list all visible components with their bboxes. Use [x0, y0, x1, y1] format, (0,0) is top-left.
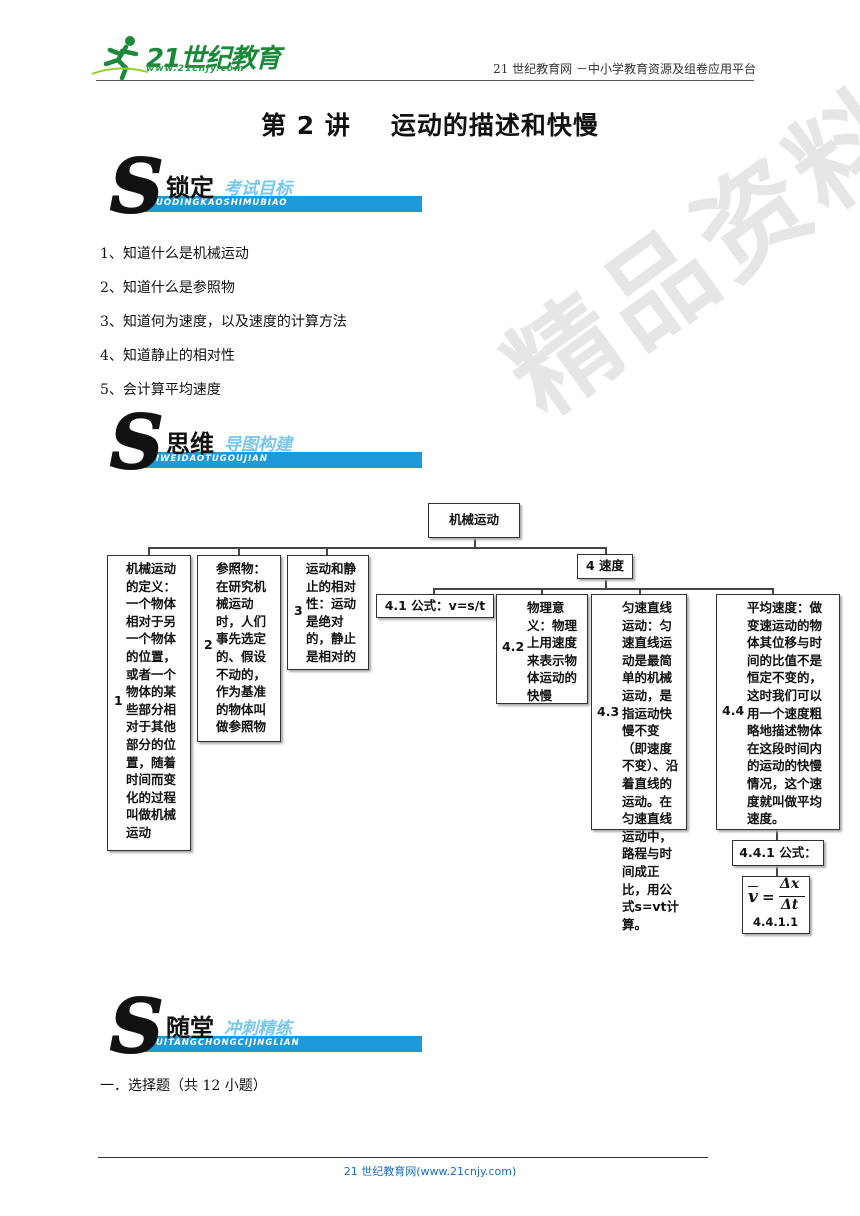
node-number: 2	[204, 637, 213, 652]
node-text: 匀速直线运动：匀速直线运动是最简单的机械运动，是指运动快慢不变（即速度不变）、沿…	[622, 600, 680, 932]
goal-item: 3、知道何为速度，以及速度的计算方法	[100, 314, 347, 330]
node-number: 4.3	[597, 704, 620, 719]
connector	[148, 547, 150, 555]
big-s-icon: S	[109, 399, 164, 487]
node-root: 机械运动	[428, 503, 520, 538]
lecture-topic: 运动的描述和快慢	[390, 111, 599, 140]
connector	[541, 588, 543, 594]
node-meaning: 物理意义：物理上用速度来表示物体运动的快慢	[496, 594, 588, 704]
lecture-number: 第 2 讲	[261, 111, 351, 140]
banner-pinyin: UITANGCHONGCIJINGLIAN	[156, 1038, 300, 1048]
connector	[326, 547, 328, 555]
formula-label: 4.4.1.1	[753, 915, 799, 929]
node-text: 机械运动的定义：一个物体相对于另一个物体的位置，或者一个物体的某些部分相对于其他…	[126, 561, 177, 840]
connector	[639, 588, 641, 594]
section-banner-practice: UITANGCHONGCIJINGLIAN S 随堂 冲刺精练	[104, 983, 424, 1071]
node-number: 3	[294, 603, 303, 618]
logo	[91, 34, 262, 81]
node-text: 运动和静止的相对性：运动是绝对的，静止是相对的	[306, 561, 357, 664]
banner-title: 锁定	[166, 174, 214, 202]
connector	[772, 588, 774, 594]
node-number: 4.2	[502, 639, 525, 654]
logo-text: 21世纪教育	[146, 44, 281, 74]
banner-bar	[144, 452, 422, 468]
footer-link[interactable]: 21 世纪教育网(www.21cnjy.com)	[343, 1165, 517, 1178]
page-title: 第 2 讲 运动的描述和快慢	[0, 106, 860, 142]
logo-url: www.21cnjy.com	[146, 64, 245, 74]
connector	[605, 547, 607, 555]
fraction-bar	[779, 896, 805, 897]
connector	[605, 578, 607, 589]
goal-item: 4、知道静止的相对性	[100, 348, 235, 364]
banner-title: 随堂	[166, 1014, 214, 1042]
site-tag: 21 世纪教育网 －中小学教育资源及组卷应用平台	[493, 62, 756, 76]
banner-pinyin: IWEIDAOTUGOUJIAN	[156, 454, 268, 464]
node-formula: 4.1 公式：v=s/t	[376, 594, 494, 618]
connector	[474, 538, 476, 548]
formula-denominator: Δt	[781, 897, 799, 913]
connector	[433, 588, 435, 594]
banner-title: 思维	[166, 430, 214, 458]
connector	[776, 866, 778, 876]
section-banner-mindmap: IWEIDAOTUGOUJIAN S 思维 导图构建	[104, 399, 424, 487]
node-text: 平均速度：做变速运动的物体其位移与时间的比值不是恒定不变的，这时我们可以用一个速…	[747, 600, 823, 827]
formula-equals: =	[762, 888, 775, 906]
big-s-icon: S	[109, 983, 164, 1071]
goal-item: 2、知道什么是参照物	[100, 280, 235, 296]
section-banner-goals: UODINGKAOSHIMUBIAO S 锁定 考试目标	[104, 143, 424, 231]
connector	[148, 547, 606, 549]
banner-pinyin: UODINGKAOSHIMUBIAO	[156, 198, 288, 208]
banner-subtitle: 导图构建	[224, 435, 292, 455]
connector	[433, 588, 773, 590]
banner-bar	[144, 1036, 422, 1052]
node-text: 参照物：在研究机械运动时，人们事先选定的、假设不动的，作为基准的物体叫做参照物	[216, 561, 267, 735]
node-number: 1	[114, 693, 123, 708]
node-avg-formula: 4.4.1 公式：	[732, 840, 824, 866]
header-divider	[96, 80, 754, 81]
footer-divider	[98, 1157, 708, 1158]
big-s-icon: S	[109, 143, 164, 231]
banner-subtitle: 冲刺精练	[224, 1019, 292, 1039]
node-average-speed: 平均速度：做变速运动的物体其位移与时间的比值不是恒定不变的，这时我们可以用一个速…	[716, 594, 840, 830]
section-heading-choice: 一．选择题（共 12 小题）	[100, 1078, 267, 1094]
goal-item: 1、知道什么是机械运动	[100, 246, 249, 262]
node-definition: 机械运动的定义：一个物体相对于另一个物体的位置，或者一个物体的某些部分相对于其他…	[107, 555, 191, 851]
connector	[776, 830, 778, 840]
connector	[238, 547, 240, 555]
formula-numerator: Δx	[780, 876, 800, 892]
goal-item: 5、会计算平均速度	[100, 382, 221, 398]
formula-v: v	[748, 887, 758, 907]
node-relativity: 运动和静止的相对性：运动是绝对的，静止是相对的	[287, 555, 369, 670]
banner-subtitle: 考试目标	[224, 179, 292, 199]
node-text: 物理意义：物理上用速度来表示物体运动的快慢	[527, 600, 578, 703]
banner-bar	[144, 196, 422, 212]
node-uniform-motion: 匀速直线运动：匀速直线运动是最简单的机械运动，是指运动快慢不变（即速度不变）、沿…	[591, 594, 687, 932]
node-speed: 4 速度	[577, 554, 633, 579]
runner-icon	[91, 36, 149, 81]
node-formula-box: v = Δx Δt 4.4.1.1	[742, 876, 810, 934]
node-number: 4.4	[722, 703, 745, 718]
node-reference: 参照物：在研究机械运动时，人们事先选定的、假设不动的，作为基准的物体叫做参照物	[197, 555, 281, 742]
